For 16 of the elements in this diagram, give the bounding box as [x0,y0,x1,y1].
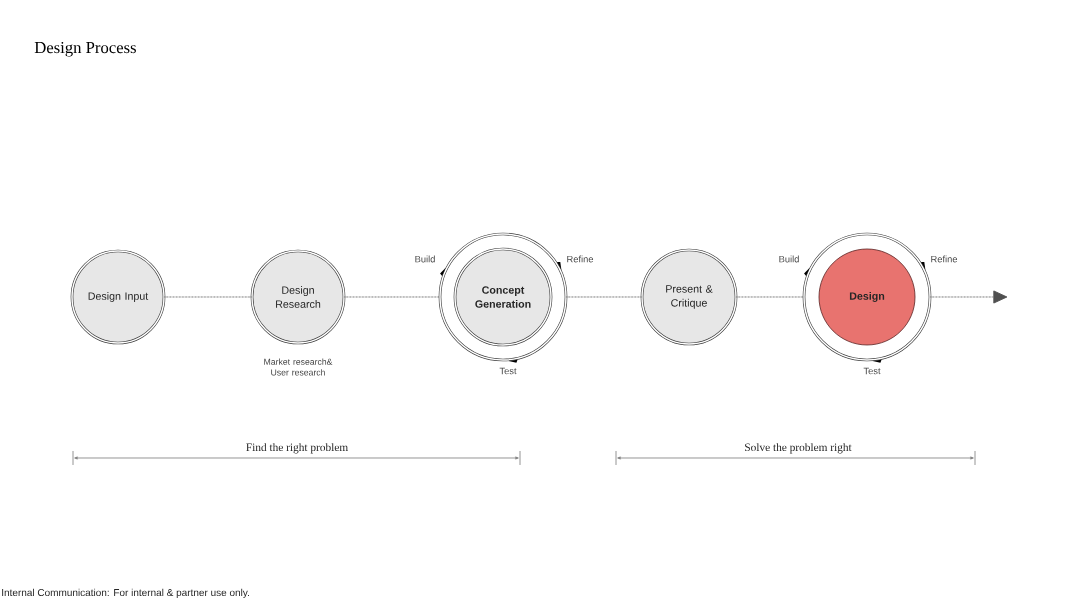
cycle-label: Refine [567,255,594,263]
cycle-label: Test [499,367,517,375]
connector-line [343,296,441,298]
cycle-ring [438,232,568,362]
dimension-label: Find the right problem [246,443,348,454]
cycle-ring [802,232,932,362]
arrow [929,290,1008,304]
cycle-label: Build [415,255,435,263]
dimension-label: Solve the problem right [745,443,852,454]
title: Design Process [34,41,136,57]
cycle-label: Refine [931,255,958,263]
cycle-label: Build [779,255,799,263]
connector-line [735,296,805,298]
node-label: Market research& User research [264,358,333,376]
notice-text: Internal Communication: For internal & partner use only. [2,588,249,599]
cycle-label: Test [863,367,881,375]
